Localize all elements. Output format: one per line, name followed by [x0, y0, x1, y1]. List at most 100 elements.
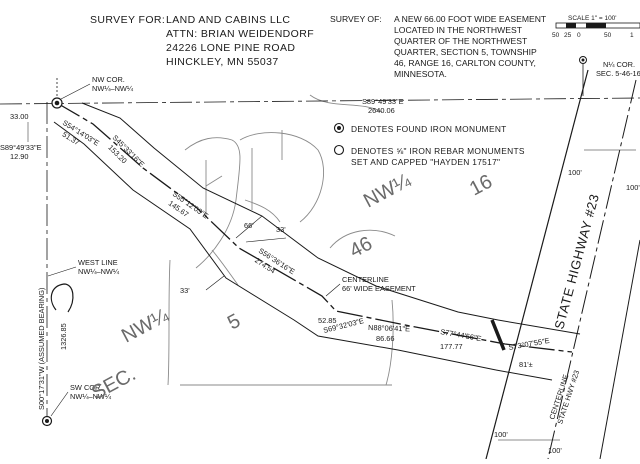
width-33-left-label: 33': [180, 286, 190, 295]
pencil-stroke-10: [211, 249, 239, 286]
pencil-stroke-1: [184, 137, 241, 269]
sec-num-label: 5: [224, 310, 244, 335]
pencil-stroke-4: [251, 130, 283, 210]
description-line-1: A NEW 66.00 FOOT WIDE EASEMENT: [394, 14, 547, 24]
legend-set-monument-text-1: DENOTES ⅝" IRON REBAR MONUMENTS: [351, 146, 525, 156]
section-labels: SEC. NW¼ 5 NW¼ 46 16: [88, 169, 496, 404]
description-line-6: MINNESOTA.: [394, 69, 447, 79]
sw-corner-monument-dot: [45, 419, 49, 423]
centerline-easement-sublabel: 66' WIDE EASEMENT: [342, 284, 416, 293]
west-line-label: WEST LINE: [78, 258, 118, 267]
easement-east-north-edge: [497, 319, 581, 335]
seg8-bearing: S73°07'55"E: [508, 336, 551, 352]
scale-tick-0: 0: [577, 32, 581, 39]
scale-tick-25: 25: [564, 32, 572, 39]
scale-tick-50b: 50: [604, 32, 612, 39]
west-line-leader: [47, 266, 77, 277]
row-100-a: 100': [568, 168, 582, 177]
legend: DENOTES FOUND IRON MONUMENT DENOTES ⅝" I…: [333, 122, 525, 167]
easement-south-edge: [53, 121, 497, 371]
seg7-distance: 177.77: [440, 342, 463, 351]
centerline-easement-leader: [325, 283, 341, 297]
easement-centerline: [56, 102, 573, 353]
seg5-distance: 52.85: [318, 316, 337, 325]
pencil-stroke-5: [167, 259, 392, 386]
pencil-stroke-3: [239, 132, 325, 223]
centerline-easement-label: CENTERLINE: [342, 275, 389, 284]
scale-tick-50: 50: [552, 32, 560, 39]
sec-label: SEC.: [88, 363, 140, 404]
row-100-d: 100': [548, 446, 562, 455]
pencil-stroke-2: [205, 160, 223, 215]
pencil-stroke-7: [329, 229, 396, 249]
state-highway: [485, 69, 640, 460]
pencil-sketch: [167, 94, 396, 386]
west-line-bearing: S00°17'31"W (ASSUMED BEARING): [37, 288, 46, 410]
nw-corner-label: NW COR.: [92, 75, 125, 84]
seg8-distance: 81'±: [519, 360, 533, 369]
width-33-left-dim-line: [205, 275, 225, 291]
grid-16-label: 16: [466, 171, 496, 201]
scale-label: SCALE 1" = 100': [568, 15, 617, 22]
scale-bar-fill-1: [566, 23, 576, 28]
sw-corner-label: SW COR.: [70, 383, 102, 392]
legend-found-monument-text: DENOTES FOUND IRON MONUMENT: [351, 124, 507, 134]
description-line-3: QUARTER OF THE NORTHWEST: [394, 36, 528, 46]
west-line-sublabel: NW¼–NW¼: [78, 267, 120, 276]
sw-corner-leader: [50, 391, 69, 417]
survey-for-label: SURVEY FOR:: [90, 14, 165, 26]
client-line-2: ATTN: BRIAN WEIDENDORF: [166, 28, 314, 40]
legend-set-monument-text-2: SET AND CAPPED "HAYDEN 17517": [351, 157, 500, 167]
client-line-3: 24226 LONE PINE ROAD: [166, 42, 295, 54]
left-offset-bearing: S89°49'33"E: [0, 143, 42, 152]
west-line-distance-circle: [50, 283, 74, 313]
width-66-label: 66': [244, 221, 254, 230]
width-33-right-label: 33': [276, 225, 286, 234]
pencil-stroke-6: [385, 299, 394, 386]
client-line-4: HINCKLEY, MN 55037: [166, 56, 279, 68]
easement-north-edge: [81, 102, 499, 321]
highway-label: STATE HIGHWAY #23: [551, 192, 602, 331]
pencil-stroke-8: [309, 94, 383, 113]
sw-corner-sublabel: NW¼–NW¼: [70, 392, 112, 401]
n-quarter-corner-sublabel: SEC. 5-46-16: [596, 69, 640, 78]
n-quarter-monument-dot: [581, 58, 585, 62]
grid-nw-label: NW¼: [360, 169, 415, 212]
highway-centerline: [547, 79, 637, 460]
highway-east-row: [599, 239, 640, 460]
description-line-2: LOCATED IN THE NORTHWEST: [394, 25, 523, 35]
seg6-distance: 86.66: [376, 334, 395, 343]
row-100-b: 100': [626, 183, 640, 192]
row-100-c: 100': [494, 430, 508, 439]
description-line-4: QUARTER, SECTION 5, TOWNSHIP: [394, 47, 537, 57]
width-66-dim-line: [235, 215, 263, 239]
nw-corner-monument-dot: [54, 100, 60, 106]
north-section-line: [0, 97, 640, 105]
highway-centerline-group: CENTERLINE STATE HWY #23: [547, 369, 581, 425]
west-line-distance: 1326.85: [59, 323, 68, 350]
west-line-distance-group: 1326.85: [59, 323, 68, 350]
width-33-dim-line: [245, 237, 287, 243]
highway-label-group: STATE HIGHWAY #23: [551, 192, 602, 331]
north-line-bearing: S89°49'33"E: [362, 97, 404, 106]
description-line-5: 46, RANGE 16, CARLTON COUNTY,: [394, 58, 536, 68]
dimensions: 66' 33' 33' 100' 100' 100' 100': [180, 168, 640, 455]
seg7-bearing: S77°44'56"E: [440, 327, 483, 343]
client-line-1: LAND AND CABINS LLC: [166, 14, 290, 26]
scale-bar-fill-2: [586, 23, 606, 28]
seg6-bearing: N88°06'41"E: [368, 323, 410, 333]
scale-tick-100: 1: [630, 32, 634, 39]
survey-of-label: SURVEY OF:: [330, 14, 382, 24]
pencil-stroke-9: [244, 199, 281, 223]
highway-west-row: [485, 69, 589, 460]
nw-corner-leader: [60, 83, 91, 100]
north-line-distance: 2640.06: [368, 106, 395, 115]
nw-corner-sublabel: NW¼–NW¼: [92, 84, 134, 93]
header-block: SURVEY FOR: LAND AND CABINS LLC ATTN: BR…: [90, 14, 547, 79]
left-offset-distance: 12.90: [10, 152, 29, 161]
legend-set-monument-icon: [333, 144, 345, 156]
highway-heavy-mark: [490, 319, 506, 351]
grid-46-label: 46: [346, 233, 376, 263]
